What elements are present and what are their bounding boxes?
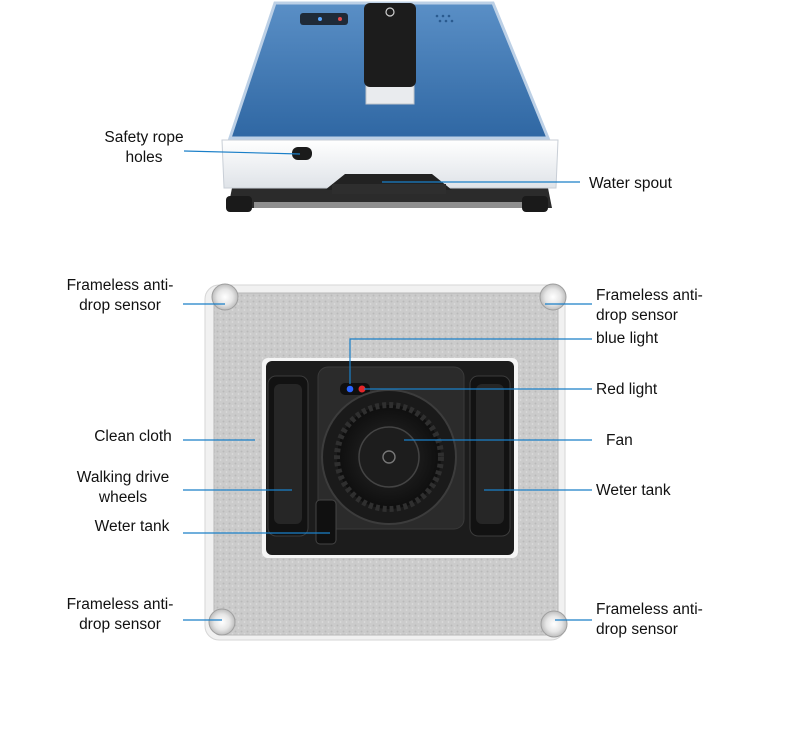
label-line: drop sensor bbox=[79, 297, 161, 314]
label-sensor-top-right: Frameless anti- drop sensor bbox=[596, 286, 703, 326]
label-water-tank-right: Weter tank bbox=[596, 482, 671, 499]
label-water-tank-left: Weter tank bbox=[94, 518, 170, 535]
safety-rope-hole bbox=[292, 147, 312, 160]
leader-safety-rope-holes bbox=[183, 150, 301, 155]
label-red-light: Red light bbox=[596, 381, 658, 398]
label-line: Frameless anti- bbox=[596, 601, 703, 618]
label-line: drop sensor bbox=[596, 307, 678, 324]
label-walking-drive-wheels: Walking drive wheels bbox=[62, 468, 184, 508]
sensor-bottom-left bbox=[208, 608, 236, 636]
label-blue-light: blue light bbox=[596, 330, 659, 347]
label-line: Frameless anti- bbox=[66, 596, 174, 613]
label-line: Frameless anti- bbox=[596, 287, 703, 304]
label-sensor-bottom-left: Frameless anti- drop sensor bbox=[56, 595, 184, 635]
sensor-top-left bbox=[211, 283, 239, 311]
blue-led bbox=[346, 385, 354, 393]
robot-bottom-view bbox=[204, 283, 568, 641]
leader-blue-light bbox=[349, 338, 592, 384]
label-line: Frameless anti- bbox=[66, 277, 174, 294]
label-line: wheels bbox=[98, 489, 148, 506]
label-clean-cloth: Clean cloth bbox=[94, 428, 172, 445]
label-water-spout: Water spout bbox=[589, 175, 672, 192]
red-led bbox=[358, 385, 366, 393]
label-line: holes bbox=[125, 149, 163, 166]
label-line: drop sensor bbox=[596, 621, 678, 638]
label-line: Safety rope bbox=[104, 129, 184, 146]
label-fan: Fan bbox=[606, 432, 633, 449]
sensor-top-right bbox=[539, 283, 567, 311]
label-line: drop sensor bbox=[79, 616, 161, 633]
water-tank-left bbox=[315, 499, 337, 545]
label-sensor-bottom-right: Frameless anti- drop sensor bbox=[596, 600, 703, 640]
label-line: Walking drive bbox=[76, 469, 170, 486]
label-sensor-top-left: Frameless anti- drop sensor bbox=[56, 276, 184, 316]
label-safety-rope-holes: Safety rope holes bbox=[96, 128, 192, 168]
robot-top-view bbox=[221, 1, 559, 212]
sensor-bottom-right bbox=[540, 610, 568, 638]
